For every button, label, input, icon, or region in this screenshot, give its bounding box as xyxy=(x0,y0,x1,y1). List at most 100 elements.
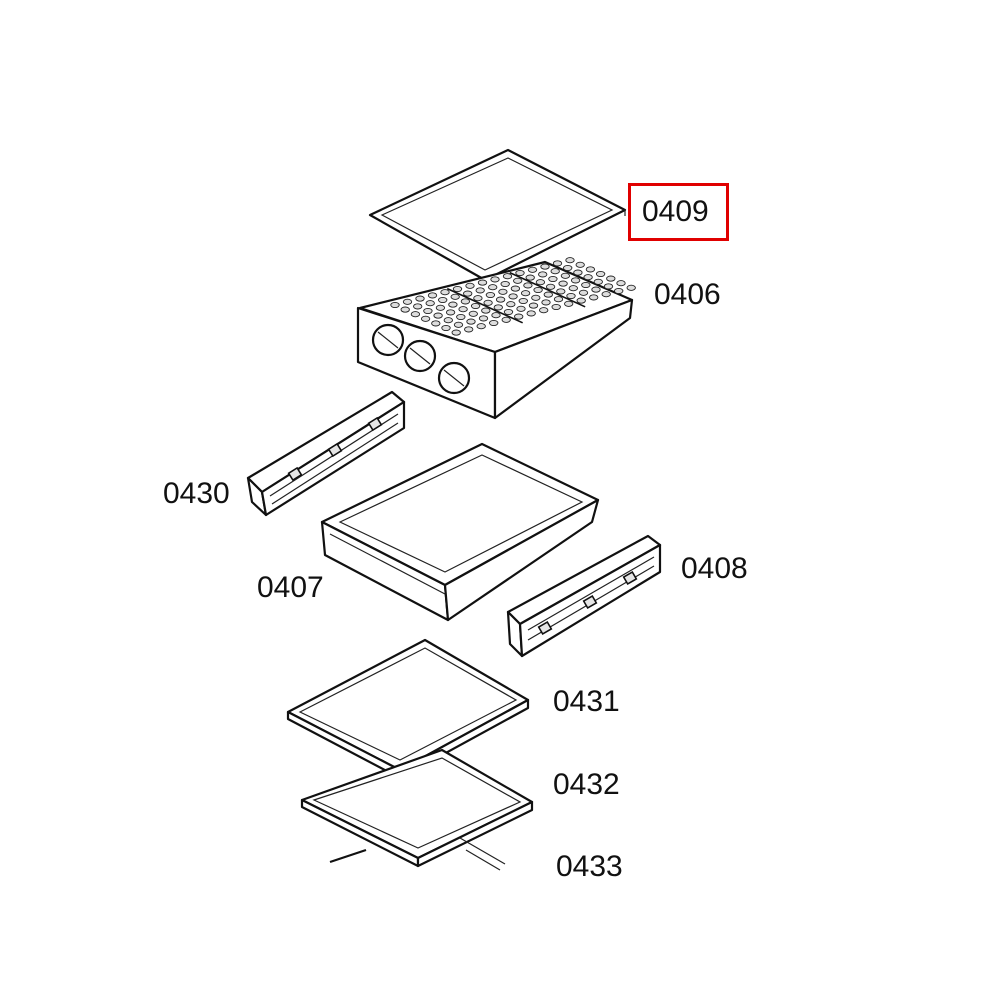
label-0409: 0409 xyxy=(642,195,709,228)
ice-cell xyxy=(548,275,558,283)
tray-divider xyxy=(509,271,586,308)
ice-cell xyxy=(520,290,531,297)
ice-cell xyxy=(443,317,453,324)
ice-cell xyxy=(402,298,413,305)
ice-cell xyxy=(518,297,528,305)
ice-cell xyxy=(451,329,461,336)
ice-cell xyxy=(603,283,614,290)
ice-cell xyxy=(528,302,539,309)
label-0433: 0433 xyxy=(556,850,623,883)
ice-cell xyxy=(481,307,491,314)
ice-cell xyxy=(420,315,431,322)
ice-cell xyxy=(527,266,538,273)
ice-cell xyxy=(473,295,483,302)
ice-cell xyxy=(448,301,458,308)
label-0432: 0432 xyxy=(553,768,620,801)
part-0431-glass-shelf xyxy=(286,638,530,780)
ice-cell xyxy=(553,296,564,303)
ice-cell xyxy=(498,288,508,295)
ice-cell xyxy=(538,271,548,278)
ice-cell xyxy=(578,289,589,296)
ice-cell xyxy=(591,286,601,293)
ice-cell xyxy=(568,285,578,292)
ice-cell xyxy=(545,283,556,290)
ice-cell xyxy=(468,310,478,317)
ice-cell xyxy=(440,289,450,296)
ice-cell xyxy=(475,287,485,294)
ice-cell xyxy=(516,305,526,312)
part-0433-shelf-partial xyxy=(329,837,506,871)
ice-cell xyxy=(478,315,489,322)
ice-cell xyxy=(415,295,425,302)
ice-cell xyxy=(556,288,566,295)
ice-cell xyxy=(585,266,596,273)
ice-cell xyxy=(423,307,433,315)
ice-cell xyxy=(510,285,521,292)
ice-cell xyxy=(581,281,591,289)
ice-cell xyxy=(541,299,551,306)
label-0407: 0407 xyxy=(257,571,324,604)
ice-cell xyxy=(566,292,576,300)
ice-cell xyxy=(501,316,511,323)
ice-cell xyxy=(535,279,546,286)
ice-cell xyxy=(441,324,451,332)
ice-cell xyxy=(500,280,510,288)
ice-cell xyxy=(476,323,486,330)
ice-cell xyxy=(490,276,500,283)
ice-cell xyxy=(508,293,518,300)
ice-cell xyxy=(514,313,524,320)
ice-cell xyxy=(573,269,583,276)
ice-cell xyxy=(576,297,586,304)
ice-cell xyxy=(526,310,536,317)
ice-cell xyxy=(551,303,561,311)
ice-cell xyxy=(413,303,423,310)
ice-cell xyxy=(438,296,448,304)
ice-cell xyxy=(464,326,474,333)
part-0407-drawer xyxy=(320,442,600,622)
part-0432-glass-shelf xyxy=(300,748,534,868)
highlight-box xyxy=(628,183,729,241)
ice-cell xyxy=(543,291,553,298)
ice-cell xyxy=(531,294,541,301)
ice-cell xyxy=(570,277,581,284)
label-0406: 0406 xyxy=(654,278,721,311)
ice-cell xyxy=(616,280,626,287)
ice-cell xyxy=(550,268,560,275)
ice-cell xyxy=(495,296,506,303)
part-0408-right-rail xyxy=(506,534,662,658)
part-0406-ice-tray xyxy=(356,257,636,420)
ice-cell xyxy=(450,293,460,300)
ice-cell xyxy=(626,284,636,291)
ice-cell xyxy=(614,287,624,295)
label-0431: 0431 xyxy=(553,685,620,718)
ice-cell xyxy=(433,312,443,319)
ice-cell xyxy=(491,312,501,319)
ice-cell xyxy=(558,280,568,287)
ice-cell xyxy=(483,299,493,306)
ice-cell xyxy=(533,286,543,294)
ice-cell xyxy=(493,304,503,311)
ice-cell xyxy=(525,274,535,281)
ice-cell xyxy=(425,300,435,307)
ice-cell xyxy=(593,278,603,285)
ice-cell xyxy=(427,292,438,299)
label-0430: 0430 xyxy=(163,477,230,510)
ice-cell xyxy=(456,313,466,321)
ice-cell xyxy=(565,257,575,264)
ice-cell xyxy=(606,275,616,282)
ice-cell xyxy=(503,308,514,316)
ice-cell xyxy=(575,261,585,268)
ice-cell xyxy=(583,274,593,281)
ice-cell xyxy=(477,279,488,286)
ice-cell xyxy=(595,270,606,278)
ice-cell xyxy=(410,311,421,318)
ice-cell xyxy=(458,306,468,313)
ice-cell xyxy=(589,294,599,301)
ice-cell xyxy=(506,301,516,308)
ice-cell xyxy=(502,273,513,280)
ice-cell xyxy=(601,291,611,298)
ice-cell xyxy=(466,318,476,325)
ice-cell xyxy=(488,284,498,291)
tray-divider xyxy=(446,287,523,324)
